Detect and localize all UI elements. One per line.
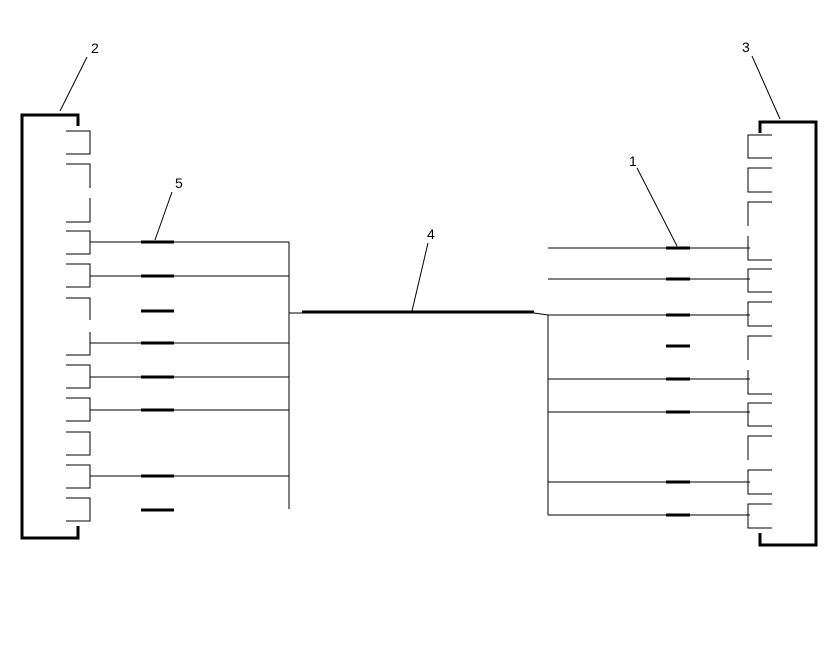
leader-2: [59, 56, 88, 112]
left-wire-markers: [141, 240, 174, 512]
callout-label-1: 1: [629, 153, 637, 169]
left-connector-pins: [66, 130, 91, 522]
leader-3: [751, 55, 781, 120]
callout-leaders: [59, 55, 781, 312]
right-connector-housing: [758, 120, 818, 547]
callout-label-2: 2: [91, 40, 99, 56]
left-connector: [20, 113, 91, 540]
right-bus-stub: [533, 312, 549, 316]
callout-label-4: 4: [427, 226, 435, 242]
leader-1: [636, 167, 678, 247]
right-connector: [747, 120, 818, 547]
left-connector-housing: [20, 113, 80, 540]
left-wire-bundle: [90, 241, 302, 509]
callout-label-5: 5: [175, 175, 183, 191]
leader-4: [411, 242, 429, 312]
callout-label-3: 3: [742, 39, 750, 55]
right-wire-bundle: [547, 247, 750, 516]
right-wire-markers: [666, 246, 690, 517]
leader-5: [154, 191, 173, 241]
right-connector-pins: [747, 134, 772, 529]
